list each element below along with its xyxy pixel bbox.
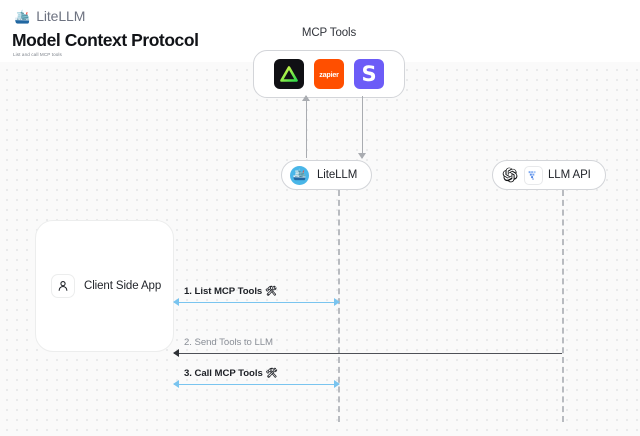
diagram-canvas: MCP Tools zapier S bbox=[0, 27, 640, 436]
page-subtitle: List and call MCP tools bbox=[13, 52, 62, 57]
node-llm-api-label: LLM API bbox=[548, 169, 591, 181]
ship-icon: 🛳️ bbox=[14, 8, 31, 24]
brand: 🛳️ LiteLLM bbox=[14, 7, 85, 25]
tool-tile-supabase[interactable]: S bbox=[354, 59, 384, 89]
mcp-tools-group[interactable]: MCP Tools zapier S bbox=[253, 27, 405, 98]
lifeline-llm-api bbox=[562, 190, 564, 422]
tool-tile-zapier[interactable]: zapier bbox=[314, 59, 344, 89]
mintlify-triangle-icon bbox=[280, 66, 298, 82]
node-llm-api[interactable]: LLM API bbox=[492, 160, 606, 190]
mcp-tools-label: MCP Tools bbox=[301, 27, 357, 39]
zapier-wordmark: zapier bbox=[319, 69, 339, 79]
tool-tile-mintlify[interactable] bbox=[274, 59, 304, 89]
message-2-caption: 2. Send Tools to LLM bbox=[184, 337, 273, 348]
client-side-app-label: Client Side App bbox=[84, 280, 162, 292]
tools-icon: 🛠 bbox=[265, 368, 278, 379]
vertex-ai-icon bbox=[524, 165, 543, 185]
supabase-letter-icon: S bbox=[361, 61, 377, 86]
node-litellm[interactable]: 🛳️ LiteLLM bbox=[281, 160, 373, 190]
node-litellm-label: LiteLLM bbox=[317, 169, 358, 181]
tools-icon: 🛠 bbox=[264, 286, 277, 297]
client-side-app-box[interactable]: Client Side App bbox=[35, 220, 174, 352]
person-icon bbox=[51, 274, 75, 298]
litellm-avatar-icon: 🛳️ bbox=[290, 165, 309, 185]
message-1-caption: 1. List MCP Tools 🛠 bbox=[184, 286, 277, 297]
message-3-caption: 3. Call MCP Tools 🛠 bbox=[184, 368, 278, 379]
page-title: Model Context Protocol bbox=[12, 30, 199, 50]
openai-icon bbox=[500, 165, 519, 185]
brand-name: LiteLLM bbox=[36, 8, 86, 24]
